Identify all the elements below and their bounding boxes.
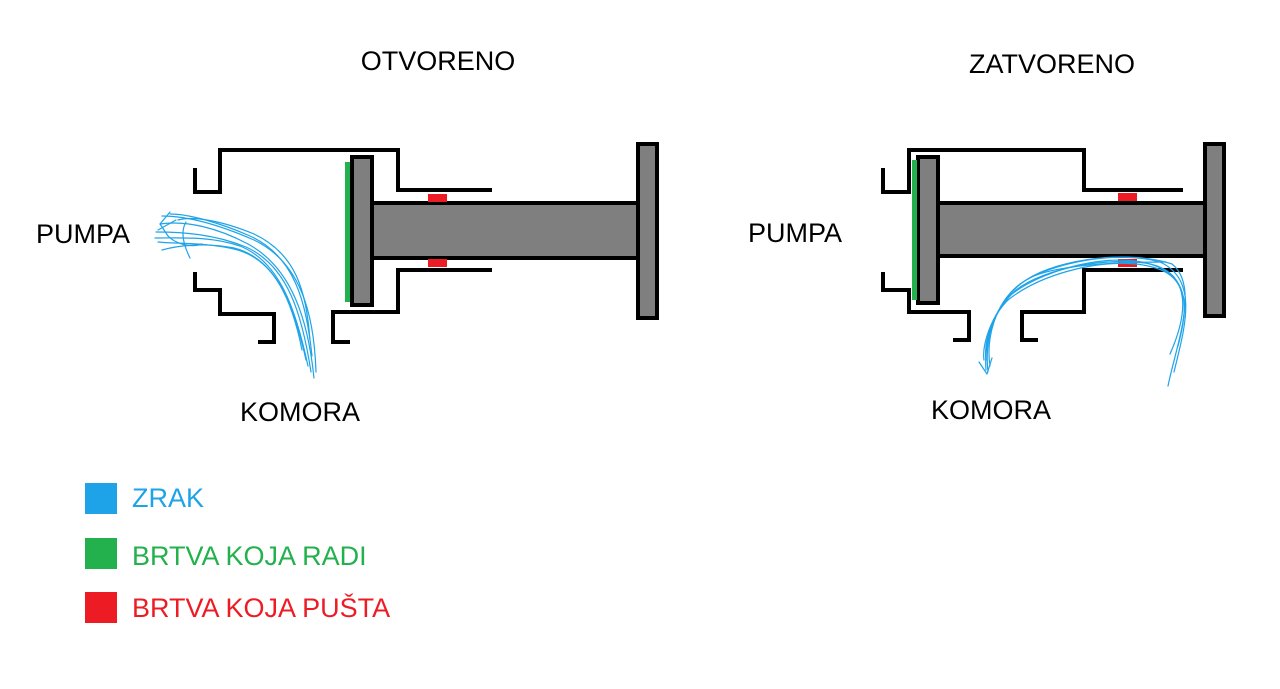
piston-head-closed	[916, 155, 940, 305]
piston-head-open	[350, 155, 374, 307]
piston-end-plate-open	[636, 142, 659, 320]
legend: ZRAK BRTVA KOJA RADI BRTVA KOJA PUŠTA	[85, 483, 390, 623]
piston-open	[345, 142, 659, 320]
air-flow-open	[154, 211, 317, 379]
piston-rod-open	[370, 201, 642, 260]
legend-swatch-working-seal	[85, 538, 117, 569]
legend-swatch-leaking-seal	[85, 592, 117, 623]
legend-label-working-seal: BRTVA KOJA RADI	[132, 541, 367, 571]
panel-closed-chamber-label: KOMORA	[931, 395, 1051, 425]
panel-open: OTVORENO PUMPA KOMORA	[36, 46, 659, 427]
legend-label-air: ZRAK	[132, 483, 204, 513]
legend-item-leaking-seal: BRTVA KOJA PUŠTA	[85, 592, 390, 623]
panel-open-pump-label: PUMPA	[36, 219, 130, 249]
working-seal-closed	[912, 160, 917, 300]
panel-closed: ZATVORENO PUMPA KOMORA	[748, 49, 1226, 425]
legend-label-leaking-seal: BRTVA KOJA PUŠTA	[132, 592, 390, 623]
panel-closed-pump-label: PUMPA	[748, 218, 842, 248]
air-flow-closed	[978, 256, 1187, 387]
piston-rod-closed	[936, 201, 1208, 258]
legend-swatch-air	[85, 483, 117, 514]
panel-closed-title: ZATVORENO	[969, 49, 1135, 79]
legend-item-air: ZRAK	[85, 483, 204, 514]
working-seal-open	[345, 162, 350, 302]
panel-open-title: OTVORENO	[361, 46, 516, 76]
piston-closed	[912, 142, 1226, 318]
piston-end-plate-closed	[1203, 142, 1226, 318]
housing-outline-closed	[881, 148, 1183, 342]
legend-item-working-seal: BRTVA KOJA RADI	[85, 538, 367, 571]
housing-outline-open	[193, 148, 492, 344]
leaking-seal-top-open	[428, 194, 447, 202]
leaking-seal-top-closed	[1118, 193, 1137, 201]
leaking-seal-bottom-open	[428, 259, 447, 267]
panel-open-chamber-label: KOMORA	[240, 397, 360, 427]
